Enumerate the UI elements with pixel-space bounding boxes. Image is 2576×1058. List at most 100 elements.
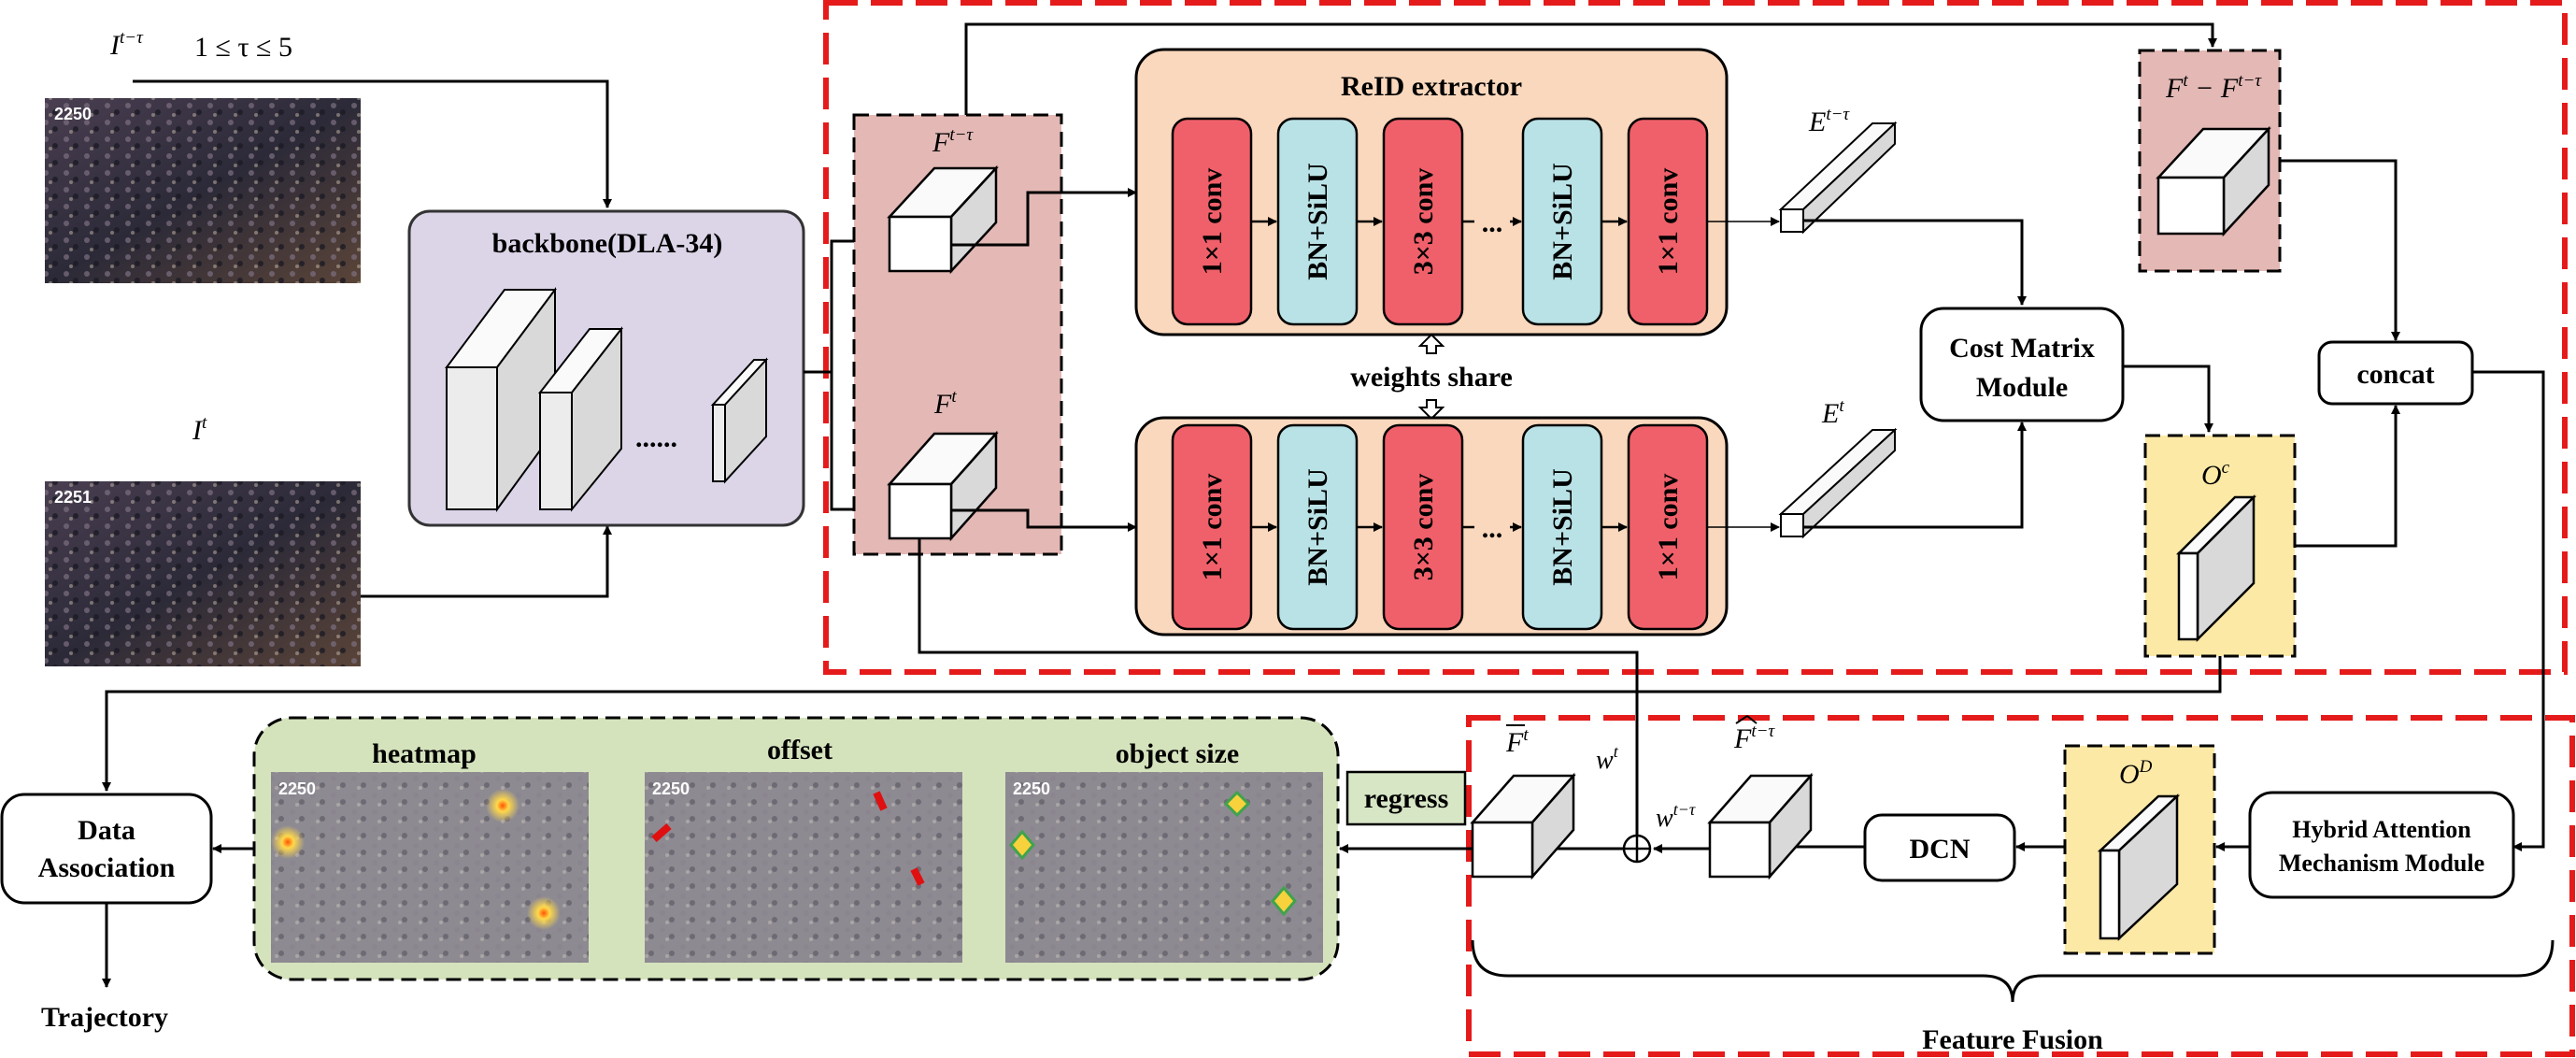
feature-difference-cube [2156,125,2271,237]
hybrid-attention-box [2248,791,2515,899]
f-cur-cube [887,430,999,542]
f-cur-to-fusion-line [918,538,1639,839]
reid-bottom-block-1: 1×1 conv [1171,423,1253,631]
data-association-line2: Association [38,852,176,883]
e-cur-label: Et [1821,396,1844,429]
backbone-title: backbone(DLA-34) [492,228,723,259]
reid-top-ellipsis: ... [1482,207,1503,238]
od-label: OD [2119,757,2153,790]
cur-frame-image: 2251 [45,481,361,666]
svg-text:2250: 2250 [652,779,690,798]
offset-title: offset [767,735,833,765]
object-size-title: object size [1116,738,1239,769]
regress-box [1345,770,1467,826]
cost-matrix-line2: Module [1976,372,2068,403]
f-hat-label: Ft−τ [1733,722,1775,754]
difference-to-concat-arrow [2280,159,2400,341]
svg-text:1×1 conv: 1×1 conv [1197,168,1228,276]
svg-text:BN+SiLU: BN+SiLU [1302,163,1333,279]
cur-frame-to-backbone-arrow [361,525,612,598]
svg-text:BN+SiLU: BN+SiLU [1547,163,1578,279]
f-cur-label: Ft [933,387,957,420]
w-prev-label: wt−τ [1656,800,1696,833]
hybrid-attention-line2: Mechanism Module [2279,850,2484,877]
oc-label: Oc [2201,458,2230,491]
oc-to-data-association-line [102,656,2222,792]
prev-frame-image: 2250 [45,98,361,283]
svg-text:3×3 conv: 3×3 conv [1408,474,1439,581]
svg-text:BN+SiLU: BN+SiLU [1302,468,1333,585]
oc-to-concat-arrow [2295,405,2400,548]
cost-matrix-line1: Cost Matrix [1949,333,2095,364]
f-prev-label: Ft−τ [932,125,974,158]
e-prev-vector [1778,121,1898,235]
trajectory-label: Trajectory [41,1002,168,1033]
e-prev-to-cost-arrow [1803,219,2027,306]
offset-image: 2250 [645,772,962,963]
regress-label: regress [1364,783,1449,814]
concat-to-hybrid-arrow [2472,370,2545,851]
reid-top-block-1: 1×1 conv [1171,117,1253,326]
feature-fusion-title: Feature Fusion [1922,1024,2103,1055]
f-bar-cube [1470,772,1576,880]
svg-text:1×1 conv: 1×1 conv [1197,474,1228,581]
dcn-label: DCN [1910,834,1971,865]
f-cur-to-reid-arrow [951,508,1137,532]
object-size-image: 2250 [1005,772,1323,963]
prev-frame-to-backbone-arrow [133,79,612,208]
f-prev-to-reid-arrow [951,188,1137,247]
svg-text:2250: 2250 [54,105,92,123]
e-prev-label: Et−τ [1808,105,1850,137]
tau-range-label: 1 ≤ τ ≤ 5 [194,32,292,63]
svg-text:2250: 2250 [278,779,316,798]
data-association-box [0,793,213,905]
f-prev-to-difference-arrow [964,22,2217,115]
reid-top-block-5: 1×1 conv [1627,117,1709,326]
e-cur-to-cost-arrow [1803,422,2027,529]
hybrid-attention-line1: Hybrid Attention [2292,816,2471,843]
cost-matrix-module-box [1919,307,2125,422]
reid-bottom-block-2: BN+SiLU [1276,423,1359,631]
reid-top-block-2: BN+SiLU [1276,117,1359,326]
backbone-layer-2 [537,326,624,512]
reid-bottom-ellipsis: ... [1482,513,1503,544]
svg-text:3×3 conv: 3×3 conv [1408,168,1439,276]
concat-label: concat [2356,359,2434,390]
plus-operator [1622,834,1652,864]
reid-bottom-block-4: BN+SiLU [1521,423,1603,631]
heatmap-image: 2250 [271,772,589,963]
backbone-dots: ...... [635,422,677,453]
oc-tensor [2175,493,2257,643]
weights-share-label: weights share [1350,362,1513,393]
reid-top-block-3: 3×3 conv [1382,117,1464,326]
svg-text:2251: 2251 [54,488,92,507]
f-hat-hat [1735,715,1748,724]
f-hat-cube [1707,772,1814,880]
svg-text:2250: 2250 [1013,779,1050,798]
reid-extractor-title: ReID extractor [1341,71,1522,102]
reid-bottom-block-3: 3×3 conv [1382,423,1464,631]
e-cur-vector [1778,427,1898,539]
prev-frame-label: It−τ [109,28,144,61]
feature-difference-label: Ft − Ft−τ [2165,71,2262,104]
heatmap-title: heatmap [372,738,477,769]
svg-text:1×1 conv: 1×1 conv [1653,168,1684,276]
f-hat-hat-2 [1746,715,1758,724]
svg-text:1×1 conv: 1×1 conv [1653,474,1684,581]
backbone-layer-3 [710,357,769,484]
cost-to-oc-arrow [2123,365,2213,433]
reid-region-dashed-border [823,0,2568,675]
svg-text:BN+SiLU: BN+SiLU [1547,468,1578,585]
od-tensor [2097,794,2181,941]
f-bar-label: Ft [1505,725,1529,758]
weights-share-arrows [1417,333,1445,421]
backbone-layer-1 [445,286,557,513]
reid-top-block-4: BN+SiLU [1521,117,1603,326]
w-cur-label: wt [1596,742,1619,775]
reid-bottom-block-5: 1×1 conv [1627,423,1709,631]
data-association-line1: Data [78,815,135,846]
feature-fusion-brace [1471,939,2555,1003]
fusion-region-dashed-border [1466,715,2575,1057]
cur-frame-label: It [192,413,207,446]
